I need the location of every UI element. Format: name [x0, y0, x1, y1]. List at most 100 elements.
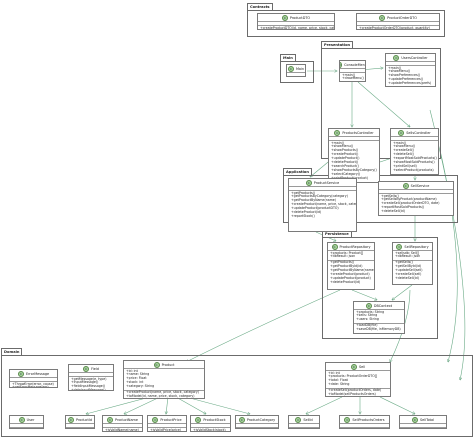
class-method: +ThrowError(error, cause) — [12, 381, 54, 386]
class-productstock[interactable]: CProductStock+isValidStock(stock)+create… — [190, 415, 231, 432]
class-fields: +products: Product[]+dbResult: json — [328, 251, 374, 261]
class-field: +id: int — [126, 368, 138, 373]
class-icon: C — [350, 363, 357, 370]
package-contracts — [247, 10, 445, 37]
class-fields — [340, 424, 389, 428]
class-method: +userSingleton: this — [12, 428, 43, 429]
class-fields — [69, 373, 113, 377]
class-method: +deleteProduct(id) — [330, 279, 361, 284]
class-field: +name: String — [126, 372, 150, 377]
package-persistence — [322, 237, 438, 339]
class-method: +deleteSell(id) — [381, 209, 405, 214]
package-main-label: Main — [280, 54, 296, 62]
class-fields — [191, 424, 230, 428]
class-method: +getProductsByCategory(category) — [291, 194, 348, 199]
class-field: +id: int — [328, 370, 340, 375]
class-method: +createSell(sell) — [395, 272, 422, 277]
class-method: +showProductsByCategory() — [331, 167, 377, 172]
class-methods: +createTotal(productOrders) — [402, 428, 446, 429]
class-name: DBContext — [373, 303, 393, 308]
class-fields — [400, 424, 446, 428]
class-productprice[interactable]: CProductPrice+isValidPrice(price)+create… — [147, 415, 187, 432]
class-fields — [329, 137, 379, 141]
class-fields — [340, 69, 365, 73]
class-method: +loadDB(file) — [356, 323, 378, 328]
class-method: +getProductById(id) — [330, 264, 363, 269]
class-name: ProductService — [313, 180, 340, 185]
class-productname[interactable]: CProductName+isValidName(name)+createNam… — [102, 415, 143, 432]
class-method: +updateProduct(product) — [330, 275, 371, 280]
class-method: +getProducts() — [291, 190, 316, 195]
class-icon: C — [67, 416, 74, 423]
class-methods: +categories: String[] — [238, 428, 271, 429]
class-method: +getSellsByProduct(productName) — [381, 197, 437, 202]
class-methods: +createOrder(productOrders) — [342, 428, 389, 429]
class-method: +main() — [388, 65, 402, 70]
class-icon: C — [295, 416, 302, 423]
class-name: ProductDTO — [289, 15, 311, 20]
class-methods: +ThrowError(error, cause)+getErrorMessag… — [10, 381, 57, 387]
class-icon: C — [411, 416, 418, 423]
class-fields — [391, 137, 438, 141]
class-method: +printSell(sell) — [393, 163, 417, 168]
class-field: +sells: String — [356, 313, 378, 318]
class-fields — [10, 424, 43, 428]
class-methods: +main()+drawMenu() — [340, 73, 365, 81]
class-method: +showMenu() — [331, 144, 354, 149]
class-methods: +getSells()+getSellsByProduct(productNam… — [379, 194, 453, 215]
class-icon: C — [17, 370, 24, 377]
class-fields — [10, 378, 57, 382]
arrow-sellrepository-dbcontext — [392, 284, 413, 300]
class-methods: +createProduct(name, price, stock, categ… — [124, 390, 204, 398]
class-field: +sellsdb: Sell[] — [395, 250, 420, 255]
class-methods: +isValidName(name)+createName(name) — [103, 428, 142, 431]
class-field: +users: String — [356, 317, 379, 322]
class-fields: +sellsdb: Sell[]+dbResult: json — [393, 251, 432, 261]
class-methods: +main()+showMenu()+createSell()+deleteSe… — [391, 141, 438, 173]
class-method: +dataInputMessage() — [71, 388, 106, 391]
class-method: +searchProduct() — [331, 163, 359, 168]
class-method: +createSell(productOrders, date) — [328, 388, 382, 393]
class-method: +toModel(sellProductsOrders) — [328, 392, 376, 397]
class-name: Field — [91, 366, 99, 371]
class-method: +getMessage(e, type) — [71, 376, 107, 381]
class-method: +fieldInputMessage() — [71, 384, 106, 389]
arrow-sell-selltotal — [379, 396, 415, 414]
class-methods: +createProductOrderDTO(product, quantity… — [357, 26, 439, 29]
class-icon: C — [339, 61, 343, 68]
